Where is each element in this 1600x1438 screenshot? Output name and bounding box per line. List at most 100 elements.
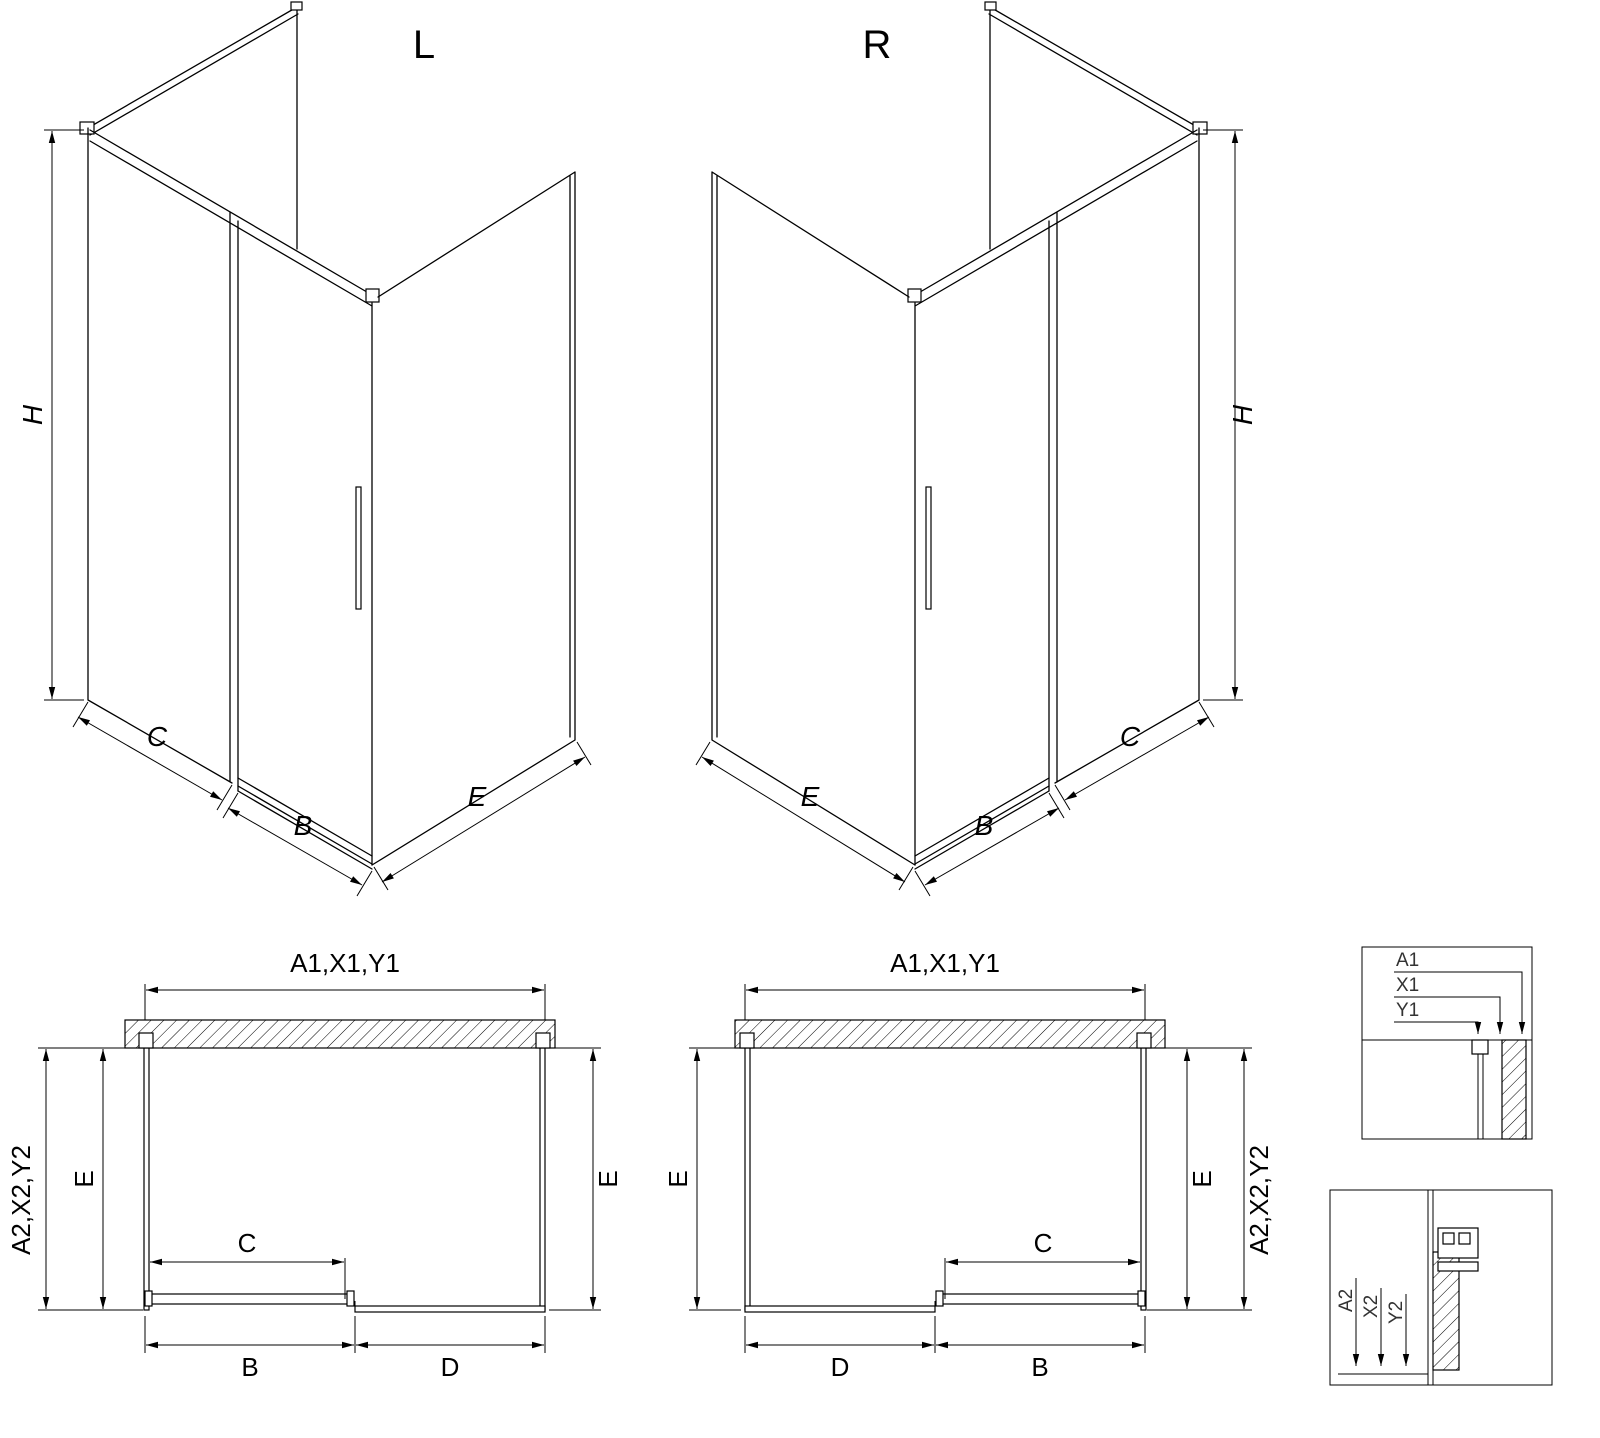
detail-top-wall-section (1501, 1039, 1527, 1140)
plan-r-dim-b-label: B (1031, 1352, 1048, 1382)
detail-bottom-frame (1329, 1189, 1553, 1386)
iso-r-door-handle (925, 486, 932, 610)
iso-r-dim-e-label: E (801, 781, 820, 812)
plan-view-right: A1,X1,Y1 A2,X2,Y2 E E C D B (663, 948, 1274, 1382)
iso-r-corner-connector (907, 288, 922, 303)
plan-l-dim-bd-extensions (144, 1316, 546, 1353)
plan-l-wall-section (124, 1019, 556, 1049)
detail-bottom-roller-left (1442, 1232, 1455, 1245)
iso-l-dim-h-label: H (17, 404, 48, 425)
plan-r-dim-d-label: D (831, 1352, 850, 1382)
iso-l-front-wall (87, 127, 373, 866)
iso-r-dim-e-line (701, 756, 906, 883)
plan-l-dim-depth-extensions (38, 1047, 143, 1311)
plan-l-dim-e-right-extensions (549, 1047, 601, 1311)
iso-r-dim-c-label: C (1120, 721, 1141, 752)
iso-l-dim-e-line (381, 756, 586, 883)
plan-r-door-end-cap-right (1137, 1290, 1146, 1307)
plan-l-right-glass (539, 1047, 546, 1311)
plan-r-dim-db-extensions (744, 1316, 1146, 1353)
iso-l-corner-connector (365, 288, 380, 303)
plan-l-dim-e-left-label: E (69, 1170, 99, 1187)
plan-l-dim-width-extensions (144, 984, 546, 1020)
iso-l-dim-b-label: B (294, 810, 313, 841)
plan-l-sliding-door (146, 1293, 354, 1305)
plan-l-dim-width-label: A1,X1,Y1 (290, 948, 400, 978)
iso-r-back-side-panel (988, 6, 1200, 250)
detail-view-bottom: A2 X2 Y2 (1329, 1189, 1553, 1386)
iso-r-dim-c-extensions (1054, 701, 1215, 811)
plan-r-left-glass (744, 1047, 751, 1311)
iso-r-dim-b-line (924, 807, 1060, 886)
detail-top-profile (1471, 1039, 1489, 1055)
plan-l-left-wall-profile (138, 1032, 154, 1049)
iso-l-dim-c-extensions (72, 701, 233, 811)
plan-r-dim-c-label: C (1034, 1228, 1053, 1258)
detail-top-leader-a1 (1394, 971, 1526, 1034)
detail-top-glass (1477, 1054, 1484, 1139)
plan-l-left-glass (143, 1047, 150, 1311)
iso-r-dim-h-extensions (1203, 129, 1243, 701)
detail-top-leader-y1 (1394, 1021, 1482, 1034)
iso-r-left-side-panel (711, 171, 916, 866)
plan-r-dim-e-right-label: E (1187, 1170, 1217, 1187)
plan-l-door-end-cap-left (144, 1290, 153, 1307)
iso-l-right-side-panel (371, 171, 576, 866)
iso-l-dim-h-extensions (44, 129, 84, 701)
iso-l-door-handle (355, 486, 362, 610)
plan-l-dim-b-label: B (241, 1352, 258, 1382)
detail-bottom-label-y2: Y2 (1386, 1301, 1407, 1324)
iso-l-wall-bracket (79, 121, 95, 135)
detail-bottom-label-x2: X2 (1361, 1295, 1382, 1318)
iso-l-dim-c-line (77, 716, 223, 801)
detail-top-label-a1: A1 (1396, 950, 1419, 971)
plan-r-wall-section (734, 1019, 1166, 1049)
plan-r-dim-depth-label: A2,X2,Y2 (1244, 1145, 1274, 1255)
iso-l-dim-b-extensions (222, 792, 373, 897)
detail-view-top: A1 X1 Y1 (1361, 946, 1533, 1140)
variant-label-l: L (413, 23, 435, 67)
detail-bottom-track (1437, 1261, 1479, 1272)
iso-r-wall-bracket (1192, 121, 1208, 135)
detail-top-label-x1: X1 (1396, 975, 1419, 996)
iso-view-right: R H C B E (695, 1, 1258, 897)
detail-bottom-roller-right (1458, 1232, 1471, 1245)
plan-view-left: A1,X1,Y1 A2,X2,Y2 E E C B D (6, 948, 623, 1382)
iso-l-dim-e-label: E (468, 781, 487, 812)
iso-r-dim-h-label: H (1227, 404, 1258, 425)
iso-r-dim-c-line (1064, 716, 1210, 801)
iso-r-dim-e-extensions (695, 741, 914, 891)
plan-r-door-end-cap-left (935, 1290, 944, 1307)
detail-bottom-label-a2: A2 (1336, 1289, 1357, 1312)
iso-r-dim-b-extensions (914, 792, 1065, 897)
plan-l-fixed-panel (354, 1305, 546, 1313)
detail-bottom-glass (1427, 1190, 1434, 1385)
iso-r-top-clamp (984, 1, 997, 11)
plan-r-dim-depth-extensions (1147, 1047, 1252, 1311)
plan-r-sliding-door (936, 1293, 1144, 1305)
iso-r-front-wall (914, 127, 1200, 866)
detail-top-label-y1: Y1 (1396, 1000, 1419, 1021)
iso-l-dim-e-extensions (373, 741, 592, 891)
plan-r-dim-width-label: A1,X1,Y1 (890, 948, 1000, 978)
plan-r-fixed-panel (744, 1305, 936, 1313)
plan-l-door-end-cap-right (346, 1290, 355, 1307)
plan-r-dim-e-left-label: E (663, 1170, 693, 1187)
iso-l-top-clamp (290, 1, 303, 11)
plan-r-right-glass (1140, 1047, 1147, 1311)
iso-l-dim-b-line (227, 807, 363, 886)
plan-l-dim-e-right-label: E (593, 1170, 623, 1187)
detail-top-frame (1361, 946, 1533, 1140)
detail-top-leader-x1 (1394, 996, 1504, 1034)
iso-r-dim-b-label: B (975, 810, 994, 841)
iso-view-left: L H C B E (17, 1, 592, 897)
plan-l-right-wall-profile (535, 1032, 551, 1049)
plan-r-dim-e-left-extensions (689, 1047, 741, 1311)
plan-r-right-wall-profile (1136, 1032, 1152, 1049)
plan-r-dim-width-extensions (744, 984, 1146, 1020)
plan-l-dim-d-label: D (441, 1352, 460, 1382)
plan-l-dim-c-label: C (238, 1228, 257, 1258)
iso-l-dim-c-label: C (147, 721, 168, 752)
